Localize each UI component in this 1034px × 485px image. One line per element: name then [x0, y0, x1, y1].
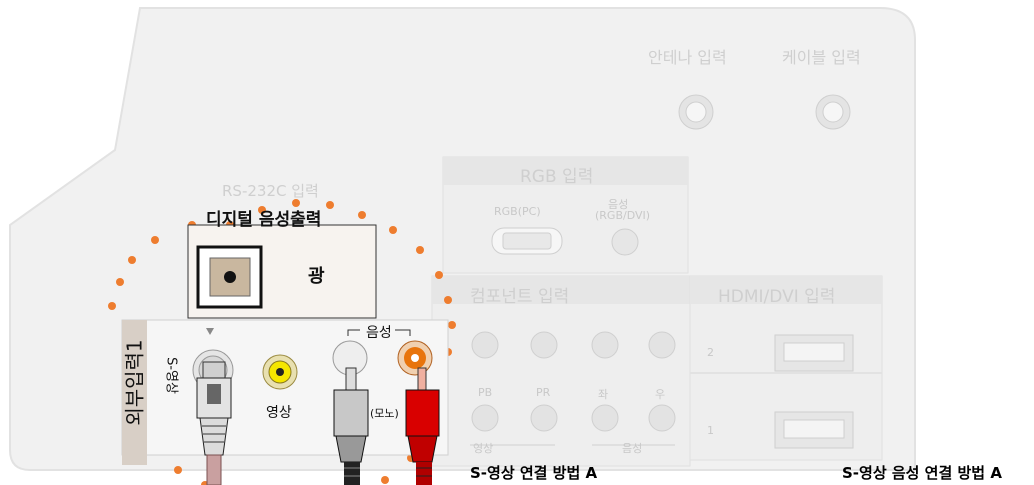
s-video-plug [196, 361, 232, 485]
rs232c-label: RS-232C 입력 [222, 182, 319, 200]
rgb-audio-label: 음성 [608, 198, 629, 211]
mono-label: (모노) [370, 407, 399, 420]
right-label: 우 [655, 388, 666, 401]
hdmi-1-label: 1 [707, 424, 714, 437]
pb-label: PB [478, 386, 493, 399]
video-label: 영상 [266, 405, 292, 421]
component-video-label: 영상 [473, 442, 494, 455]
antenna-jack [678, 94, 714, 130]
external-input-1-label: 외부입력1 [122, 339, 147, 426]
pr-label: PR [536, 386, 551, 399]
rgb-input-title: RGB 입력 [520, 167, 594, 187]
hdmi-input-title: HDMI/DVI 입력 [718, 287, 836, 307]
caption-s-video-audio-method-a: S-영상 음성 연결 방법 A [842, 464, 1002, 482]
left-label: 좌 [598, 388, 609, 401]
audio-label: 음성 [366, 325, 392, 341]
caption-s-video-method-a: S-영상 연결 방법 A [470, 464, 598, 482]
rgb-pc-label: RGB(PC) [494, 205, 541, 218]
audio-right-plug [405, 367, 440, 485]
hdmi-2-label: 2 [707, 346, 714, 359]
component-audio-label: 음성 [622, 442, 643, 455]
s-video-label: S-영상 [163, 357, 179, 394]
cable-jack [815, 94, 851, 130]
audio-left-plug [333, 367, 369, 485]
rgb-dvi-label: (RGB/DVI) [595, 209, 651, 222]
digital-audio-out-label: 디지털 음성출력 [206, 210, 322, 230]
cable-input-label: 케이블 입력 [782, 48, 861, 67]
optical-label: 광 [308, 266, 325, 287]
antenna-input-label: 안테나 입력 [648, 48, 727, 67]
component-input-title: 컴포넌트 입력 [470, 287, 570, 307]
